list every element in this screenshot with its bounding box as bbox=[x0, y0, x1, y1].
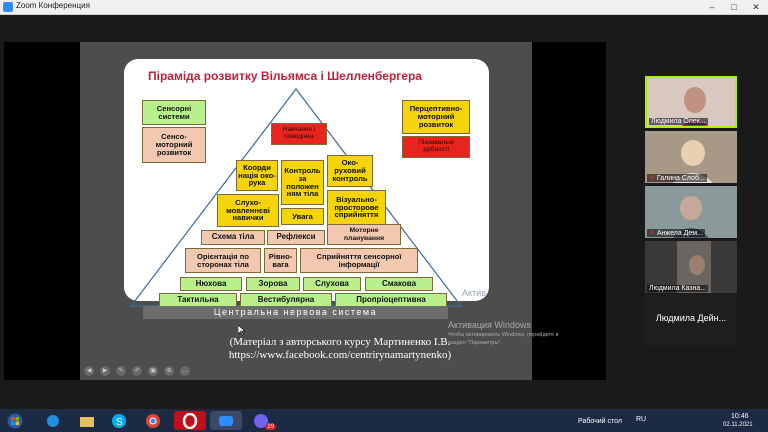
participant-name-text: Анжела Дем... bbox=[656, 230, 703, 237]
zoom-icon[interactable]: ⊕ bbox=[164, 366, 174, 376]
eye-hand-coordination-box: Коорди нація око- рука bbox=[236, 160, 278, 191]
pen-icon[interactable]: ✎ bbox=[116, 366, 126, 376]
close-button[interactable]: ✕ bbox=[752, 2, 760, 12]
sensory-perception-box: Сприйняття сенсорної інформації bbox=[300, 248, 418, 273]
vestibular-box: Вестибулярна bbox=[240, 293, 332, 307]
svg-text:S: S bbox=[116, 417, 123, 428]
opera-shape bbox=[182, 412, 198, 429]
gustatory-box: Смакова bbox=[365, 277, 433, 291]
language-indicator[interactable]: RU bbox=[636, 416, 647, 423]
oculomotor-control-box: Око- руховий контроль bbox=[327, 155, 373, 187]
participant-name: ✕Галина Слоб... bbox=[647, 174, 707, 182]
attention-box: Увага bbox=[281, 208, 324, 225]
folder-shape bbox=[80, 416, 94, 427]
visual-spatial-box: Візуально- просторове сприйняття bbox=[327, 190, 386, 225]
participant-name: Людмила Олек... bbox=[649, 118, 708, 125]
more-icon[interactable]: … bbox=[180, 366, 190, 376]
participant-avatar bbox=[645, 241, 737, 293]
window-title-bar: Zoom Конференция – □ ✕ bbox=[0, 0, 768, 15]
clock-date[interactable]: 02.11.2021 bbox=[723, 422, 753, 428]
auditory-box: Слухова bbox=[303, 277, 361, 291]
participant-tile[interactable]: Людмила Дейн... bbox=[645, 294, 737, 346]
window-title: Zoom Конференция bbox=[16, 1, 90, 10]
learning-behavior-box: Навчання і поведінка bbox=[271, 123, 327, 145]
balance-box: Рівно- вага bbox=[264, 248, 297, 273]
perceptual-motor-box: Перцептивно- моторний розвиток bbox=[402, 100, 470, 134]
mouse-cursor-icon bbox=[238, 325, 246, 335]
participant-tile[interactable]: Людмила Казна... bbox=[645, 241, 737, 293]
windows-logo-icon bbox=[7, 413, 23, 428]
caption-author: (Матеріал з авторського курсу Мартиненко… bbox=[229, 336, 451, 348]
screen-icon[interactable]: ▣ bbox=[148, 366, 158, 376]
skype-shape: S bbox=[112, 413, 126, 428]
participant-name-text: Галина Слоб... bbox=[656, 175, 705, 182]
activation-watermark-small: Актив bbox=[462, 288, 486, 298]
tactile-box: Тактильна bbox=[159, 293, 237, 307]
skype-icon[interactable]: S bbox=[106, 411, 132, 430]
explorer-icon[interactable] bbox=[40, 411, 66, 430]
opera-icon[interactable] bbox=[174, 411, 206, 430]
minimize-button[interactable]: – bbox=[709, 2, 715, 12]
muted-mic-icon: ✕ bbox=[649, 230, 655, 237]
zoom-app-icon bbox=[3, 2, 13, 12]
folder-icon[interactable] bbox=[74, 411, 100, 430]
participant-tile[interactable]: ✕Галина Слоб... bbox=[645, 131, 737, 183]
maximize-button[interactable]: □ bbox=[731, 2, 737, 12]
clock-time[interactable]: 10:46 bbox=[731, 413, 749, 420]
olfactory-box: Нюхова bbox=[180, 277, 242, 291]
participant-name: ✕Анжела Дем... bbox=[647, 229, 705, 237]
activation-watermark-line1: Чтобы активировать Windows, перейдите в bbox=[448, 332, 559, 338]
lateral-orientation-box: Орієнтація по сторонах тіла bbox=[185, 248, 261, 273]
prev-icon[interactable]: ◀ bbox=[84, 366, 94, 376]
participant-tile[interactable]: ✕Анжела Дем... bbox=[645, 186, 737, 238]
windows-start-icon[interactable] bbox=[2, 411, 28, 430]
edit-icon[interactable]: ✐ bbox=[132, 366, 142, 376]
body-schema-box: Схема тіла bbox=[201, 230, 265, 245]
proprioceptive-box: Пропріоцептивна bbox=[335, 293, 447, 307]
chrome-shape bbox=[146, 413, 160, 428]
viber-badge: 29 bbox=[265, 424, 276, 430]
participant-name: Людмила Дейн... bbox=[655, 313, 727, 323]
auditory-speech-box: Слухо- мовленнєві навички bbox=[217, 194, 279, 227]
chrome-icon[interactable] bbox=[140, 411, 166, 430]
slide-caption: (Матеріал з авторського курсу Мартиненко… bbox=[170, 336, 510, 362]
body-position-control-box: Контроль за положен ням тіла bbox=[281, 160, 324, 205]
desktop-toolbar-label[interactable]: Рабочий стол bbox=[578, 418, 622, 425]
caption-link[interactable]: https://www.facebook.com/centrirynamarty… bbox=[228, 349, 452, 361]
sensomotor-box: Сенсо- моторний розвиток bbox=[142, 127, 206, 163]
zoom-shape bbox=[219, 415, 233, 426]
central-nervous-system-bar: Центральна нервова система bbox=[143, 306, 448, 319]
visual-box: Зорова bbox=[246, 277, 300, 291]
viber-icon[interactable]: 29 bbox=[246, 411, 276, 430]
zoom-taskbar-icon[interactable] bbox=[210, 411, 242, 430]
activation-watermark-title: Активация Windows bbox=[448, 320, 531, 330]
activation-watermark-line2: раздел "Параметры". bbox=[448, 340, 503, 346]
sensory-systems-box: Сенсорні системи bbox=[142, 100, 206, 125]
participant-name: Людмила Казна... bbox=[647, 285, 709, 292]
next-icon[interactable]: ▶ bbox=[100, 366, 110, 376]
motor-planning-box: Моторне планування bbox=[327, 224, 401, 245]
reflexes-box: Рефлекси bbox=[267, 230, 325, 245]
viber-shape bbox=[254, 413, 268, 428]
slide-title: Піраміда розвитку Вільямса і Шелленберге… bbox=[148, 69, 422, 83]
cognitive-abilities-box: Пізнавальні здібності bbox=[402, 136, 470, 158]
ie-icon bbox=[47, 414, 59, 427]
participant-tile[interactable]: Людмила Олек... bbox=[645, 76, 737, 128]
muted-mic-icon: ✕ bbox=[649, 175, 655, 182]
